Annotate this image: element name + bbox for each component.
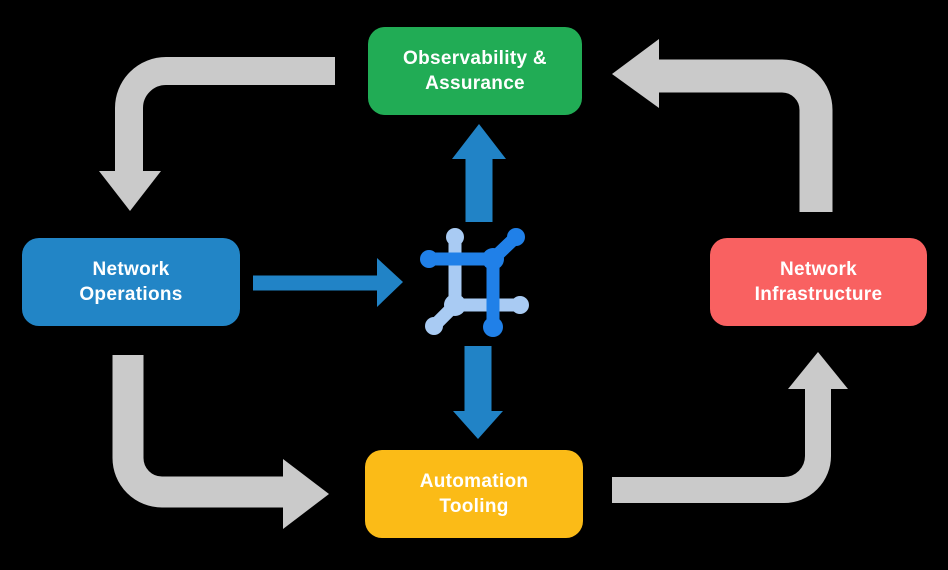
arrow-head-up	[452, 124, 506, 159]
arrow-shaft	[659, 59, 833, 212]
mesh-node-dot	[507, 228, 525, 246]
arrow-operations-to-automation	[112, 355, 329, 529]
arrow-center-to-observability	[452, 124, 506, 222]
mesh-node-dot	[444, 294, 466, 316]
node-label-line: Network	[92, 258, 170, 280]
mesh-light-nodes	[425, 228, 529, 335]
mesh-node-dot	[511, 296, 529, 314]
arrow-infrastructure-to-observability	[612, 39, 833, 212]
arrow-head-down	[99, 171, 161, 211]
arrow-head-down	[453, 411, 503, 439]
arrow-center-to-automation	[453, 346, 503, 439]
node-label-line: Automation	[419, 470, 529, 492]
mesh-node-dot	[425, 317, 443, 335]
mesh-node-dot	[482, 248, 504, 270]
node-network-infrastructure: Network Infrastructure	[710, 238, 927, 326]
arrow-head-left	[612, 39, 659, 108]
node-observability-assurance: Observability & Assurance	[368, 27, 582, 115]
node-label-line: Observability &	[403, 47, 547, 69]
network-mesh-icon	[420, 228, 529, 337]
arrow-operations-to-center	[253, 258, 403, 307]
node-label-line: Tooling	[439, 496, 509, 517]
arrow-observability-to-operations	[99, 57, 335, 211]
arrow-shaft	[612, 389, 831, 503]
mesh-node-dot	[446, 228, 464, 246]
arrow-head-right	[377, 258, 403, 307]
node-label-line: Infrastructure	[754, 284, 883, 305]
arrow-shaft	[112, 355, 284, 508]
arrow-head-right	[283, 459, 329, 529]
node-network-operations: Network Operations	[22, 238, 240, 326]
arrow-head-up	[788, 352, 848, 389]
mesh-dark-nodes	[420, 228, 525, 337]
arrow-shaft	[115, 57, 335, 172]
node-automation-tooling: Automation Tooling	[365, 450, 583, 538]
mesh-node-dot	[420, 250, 438, 268]
mesh-node-dot	[483, 317, 503, 337]
node-label-line: Operations	[79, 284, 183, 305]
node-label-line: Network	[779, 258, 858, 280]
arrow-automation-to-infrastructure	[612, 352, 848, 503]
node-label-line: Assurance	[425, 73, 525, 94]
